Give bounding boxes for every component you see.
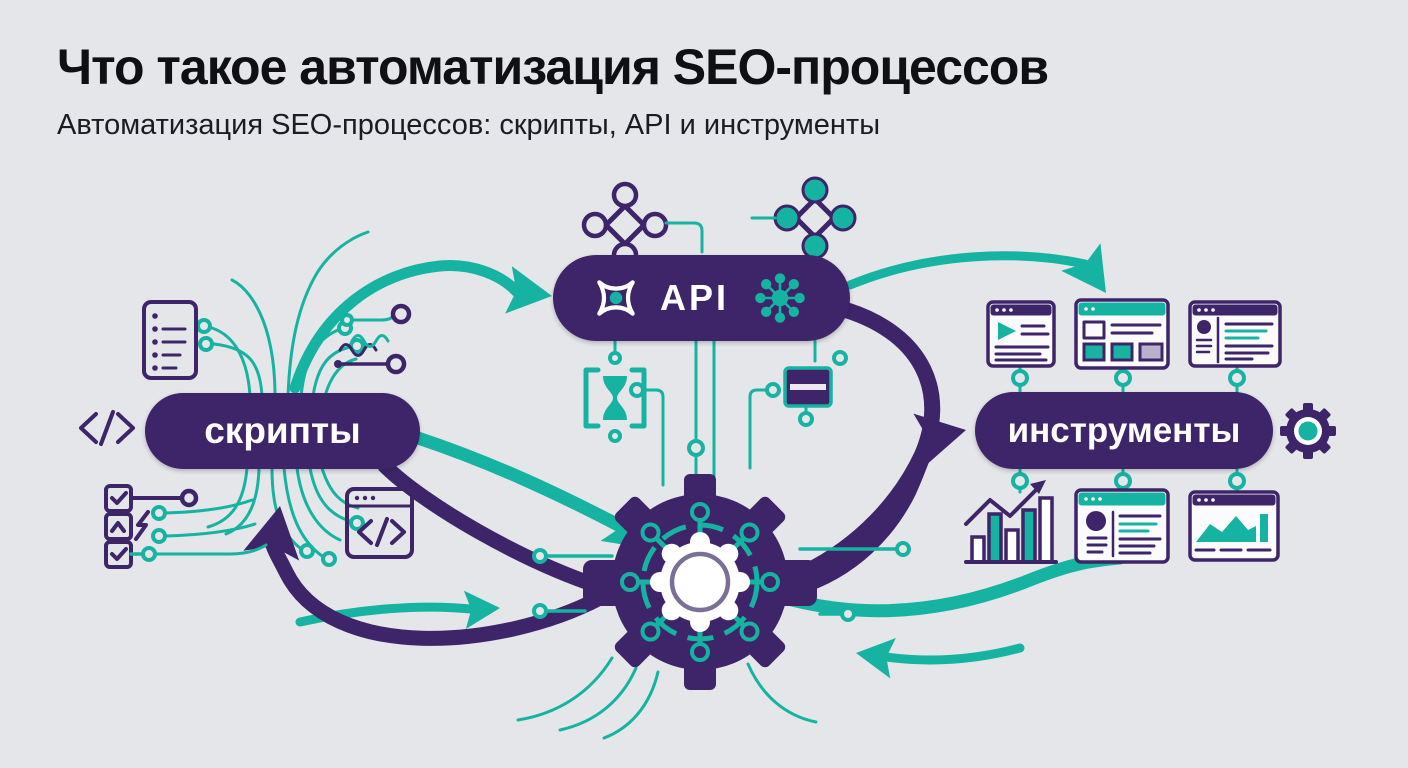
browser-code-icon — [345, 487, 414, 559]
automation-gear-icon — [583, 474, 817, 690]
node-tools-pill: инструменты — [975, 392, 1273, 469]
lightning-icon — [134, 510, 150, 541]
browser-grid-icon — [1074, 298, 1170, 370]
network-cluster-icon — [755, 273, 805, 323]
page-title: Что такое автоматизация SEO-процессов — [57, 39, 1049, 95]
browser-video-icon — [986, 300, 1056, 368]
hourglass-brackets-icon — [583, 339, 647, 443]
code-tag-icon — [79, 410, 135, 446]
line-api-to-gear-purple — [798, 302, 941, 580]
arrow-left-small — [881, 643, 1025, 665]
browser-area-chart-icon — [1188, 490, 1280, 562]
arrow-gear-to-tools — [787, 431, 938, 596]
gear-icon-small — [1280, 403, 1336, 459]
header: Что такое автоматизация SEO-процессов Ав… — [57, 39, 1049, 142]
browser-profile-icon — [1188, 300, 1282, 368]
checklist-icon — [104, 484, 268, 569]
arrow-scripts-to-gear-teal — [411, 431, 629, 534]
document-list-icon — [142, 300, 198, 380]
node-scripts-pill: скрипты — [145, 393, 420, 469]
circuit-gear-sides — [516, 541, 911, 740]
diamond-node-filled-icon — [750, 176, 857, 272]
node-scripts-label: скрипты — [204, 410, 361, 451]
arrow-gear-to-scripts — [265, 537, 608, 646]
page-subtitle: Автоматизация SEO-процессов: скрипты, AP… — [57, 109, 881, 141]
wave-circuit-icon — [334, 303, 412, 375]
bar-chart-growth-icon — [964, 480, 1058, 564]
equals-badge-icon — [783, 339, 848, 427]
node-tools-label: инструменты — [1007, 410, 1241, 450]
browser-report-icon — [1074, 488, 1170, 564]
node-api-pill: API — [553, 255, 850, 341]
arrow-api-to-tools — [845, 251, 1090, 290]
arrow-scripts-to-api — [289, 260, 522, 394]
line-scripts-to-gear-purple — [377, 458, 606, 594]
connector-bowtie-icon — [597, 280, 635, 316]
node-api-label: API — [659, 277, 729, 318]
